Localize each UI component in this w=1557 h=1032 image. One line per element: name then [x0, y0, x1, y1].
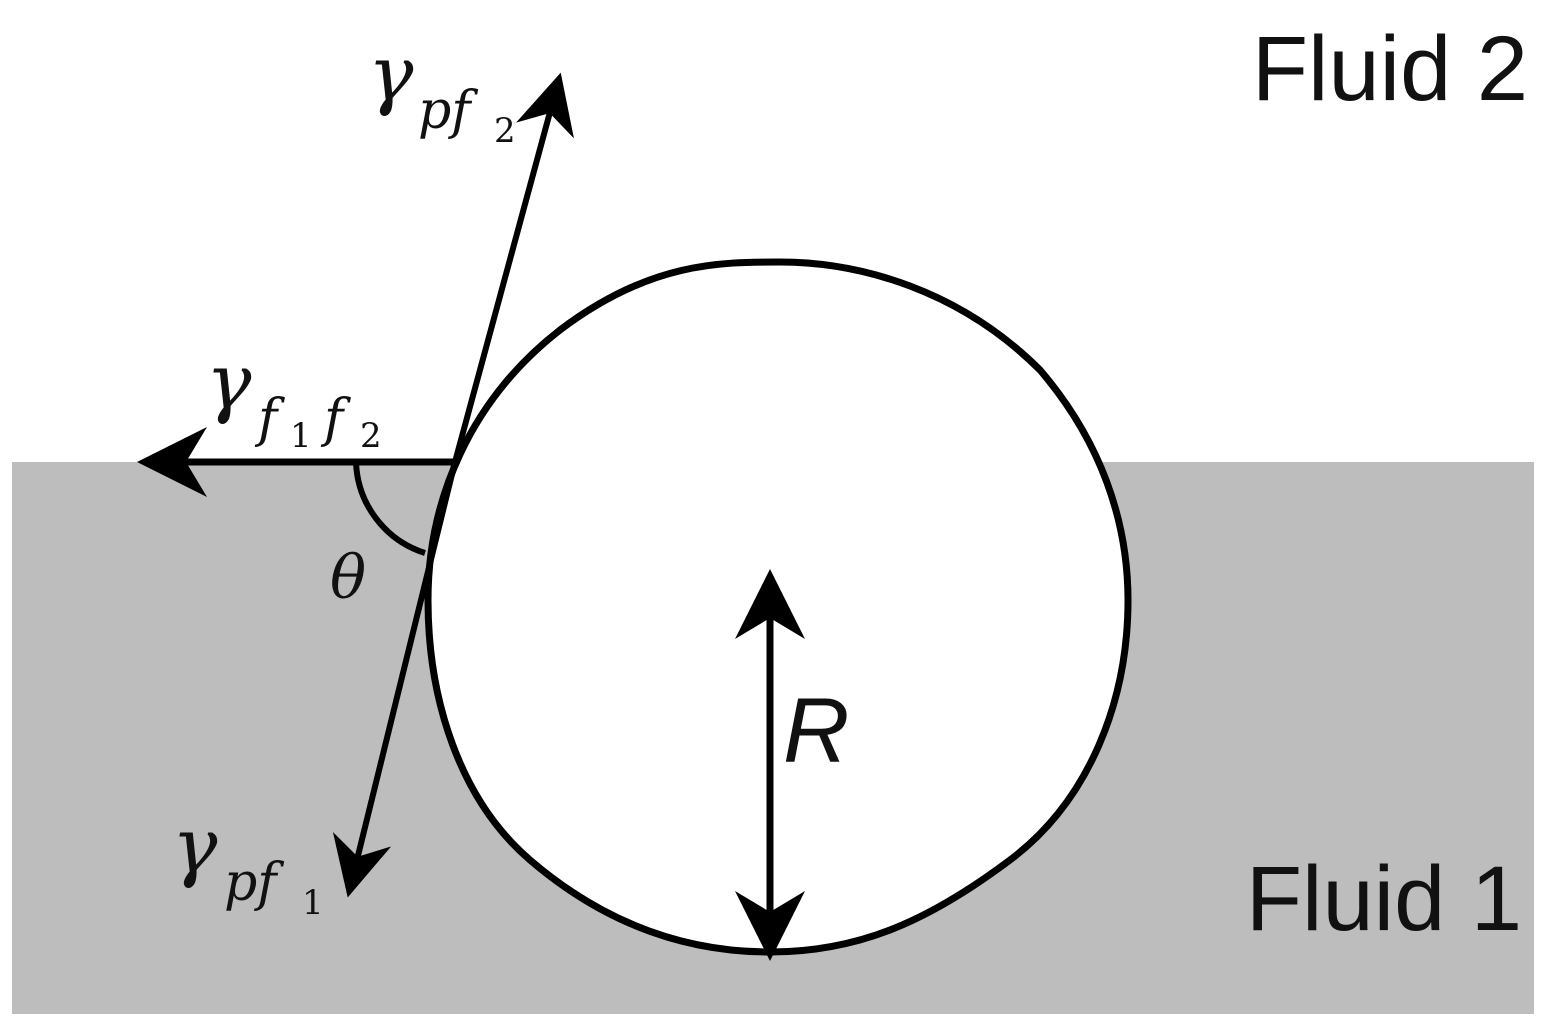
gamma-f1f2-label: γ f 1 f 2	[206, 337, 382, 456]
svg-text:γ: γ	[368, 29, 414, 118]
contact-angle-arc	[353, 461, 426, 556]
fluid-1-label: Fluid 1	[1246, 848, 1522, 950]
svg-text:f: f	[320, 389, 351, 449]
gamma-pf2-label: γ pf 2	[368, 29, 516, 151]
svg-text:1: 1	[290, 416, 312, 456]
particle-circle	[424, 258, 1132, 956]
fluid-2-label: Fluid 2	[1252, 18, 1528, 120]
svg-text:2: 2	[494, 111, 516, 151]
radius-label: R	[783, 680, 849, 782]
svg-text:2: 2	[360, 416, 382, 456]
svg-text:1: 1	[302, 883, 324, 923]
svg-text:γ: γ	[172, 801, 218, 890]
gamma-pf2-arrow	[452, 72, 574, 463]
gamma-pf1-arrow	[332, 461, 458, 898]
svg-text:f: f	[254, 389, 285, 449]
svg-text:γ: γ	[206, 337, 252, 426]
svg-text:pf: pf	[224, 853, 284, 913]
gamma-pf1-label: γ pf 1	[172, 801, 324, 923]
svg-text:pf: pf	[418, 81, 478, 141]
angle-theta-label: θ	[330, 543, 366, 613]
